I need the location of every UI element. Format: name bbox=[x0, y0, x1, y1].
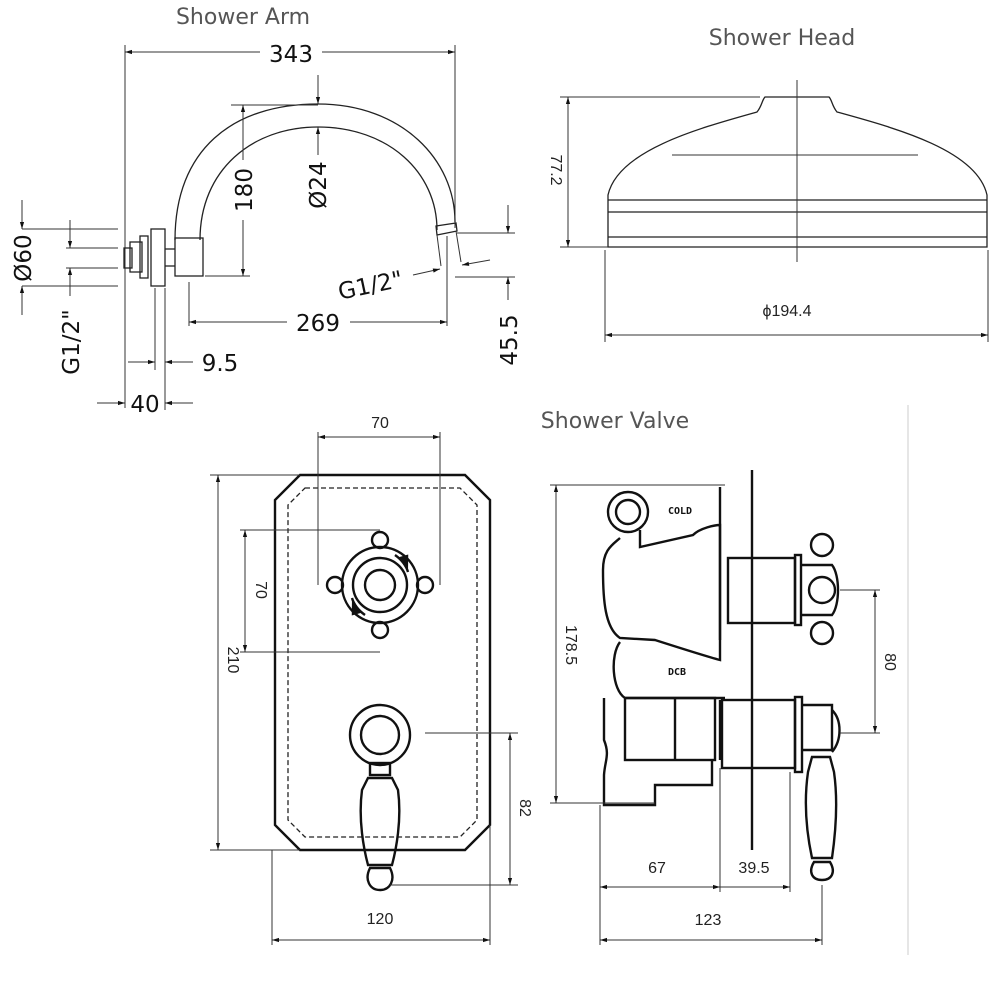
shower-head-outline bbox=[607, 96, 988, 248]
cross-handle bbox=[325, 530, 435, 640]
shower-head-title: Shower Head bbox=[709, 26, 855, 51]
dim-45-5: 45.5 bbox=[497, 314, 523, 365]
dim-handle-height: 70 bbox=[252, 581, 269, 599]
dim-77-2: 77.2 bbox=[547, 154, 564, 185]
valve-plate bbox=[273, 473, 492, 852]
dim-handle-projection: 39.5 bbox=[738, 860, 769, 877]
dim-body-height: 178.5 bbox=[562, 625, 579, 665]
dim-plate-width: 120 bbox=[367, 911, 394, 928]
dim-overall-depth: 123 bbox=[695, 912, 722, 929]
label-cold: COLD bbox=[668, 506, 692, 517]
dim-lever-drop: 82 bbox=[516, 799, 533, 817]
dim-40: 40 bbox=[130, 392, 159, 418]
dim-body-depth: 67 bbox=[648, 860, 666, 877]
dim-180: 180 bbox=[232, 168, 258, 212]
dim-flange-diameter: Ø60 bbox=[11, 234, 37, 281]
dim-343: 343 bbox=[269, 42, 313, 68]
shower-arm-drawing: Shower Arm 343 180 Ø24 Ø60 bbox=[11, 5, 523, 418]
dim-handle-width: 70 bbox=[371, 415, 389, 432]
dim-9-5: 9.5 bbox=[202, 351, 239, 377]
dim-pipe-diameter: Ø24 bbox=[306, 161, 332, 208]
shower-head-drawing: Shower Head 77.2 ϕ194.4 bbox=[547, 26, 989, 342]
lever-handle bbox=[348, 703, 412, 892]
dim-handle-spacing: 80 bbox=[881, 653, 898, 671]
dim-plate-height: 210 bbox=[224, 647, 241, 674]
dim-194-4: ϕ194.4 bbox=[763, 303, 812, 320]
arm-outer bbox=[174, 103, 456, 241]
label-dcb: DCB bbox=[668, 667, 686, 678]
dim-269: 269 bbox=[296, 311, 340, 337]
dim-inlet-thread: G1/2" bbox=[59, 309, 85, 374]
shower-valve-title: Shower Valve bbox=[541, 409, 689, 434]
shower-valve-drawing: Shower Valve 70 2 bbox=[210, 405, 909, 955]
valve-side-view: COLD DCB bbox=[601, 470, 841, 882]
dim-outlet-thread: G1/2" bbox=[336, 267, 405, 306]
shower-arm-title: Shower Arm bbox=[176, 5, 310, 30]
